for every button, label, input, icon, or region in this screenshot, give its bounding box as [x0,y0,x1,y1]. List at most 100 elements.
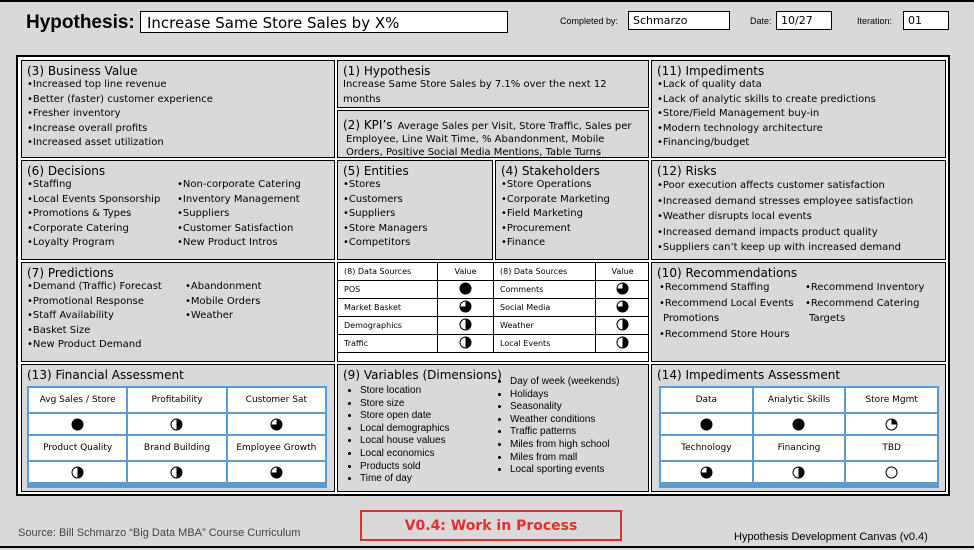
stakeholders-section: (4) Stakeholders •Store Operations •Corp… [495,160,649,260]
variable-item: Products sold [360,461,488,474]
assessment-label: Avg Sales / Store [29,388,127,412]
data-source-name: Market Basket [338,298,438,317]
risk-item: •Suppliers can’t keep up with increased … [657,242,901,253]
financial-assessment-title: (13) Financial Assessment [27,368,184,382]
completed-by-label: Completed by: [560,16,619,26]
recommendations-section: (10) Recommendations •Recommend Staffing… [651,262,946,362]
harvey-ball-icon [170,418,183,431]
assessment-label: Product Quality [29,436,127,460]
kpis-section: (2) KPI’s Average Sales per Visit, Store… [337,110,649,158]
assessment-label: Technology [661,436,752,460]
decision-item: •Suppliers [177,208,230,219]
completed-by-field[interactable]: Schmarzo [628,11,730,30]
canvas-version-label: Hypothesis Development Canvas (v0.4) [734,531,928,543]
prediction-item: •Demand (Traffic) Forecast [27,281,162,292]
kpis-title: (2) KPI’s [343,118,393,132]
hypothesis-section: (1) Hypothesis Increase Same Store Sales… [337,60,649,108]
decision-item: •New Product Intros [177,237,278,248]
impediments-assessment-section: (14) Impediments Assessment Data Analyti… [651,364,946,492]
harvey-ball-icon [616,300,629,313]
entity-item: •Customers [343,193,403,205]
harvey-ball-icon [459,336,472,349]
data-sources-table-left: (8) Data Sources Value POS Market Basket… [338,263,494,353]
variable-item: Miles from mall [510,452,620,465]
variable-item: Local demographics [360,423,488,436]
harvey-ball-icon [700,466,713,479]
iteration-field[interactable]: 01 [903,11,949,30]
decision-item: •Non-corporate Catering [177,179,301,190]
decision-item: •Loyalty Program [27,237,115,248]
data-sources-section: (8) Data Sources Value POS Market Basket… [337,262,649,362]
recommendation-item: Promotions [663,313,720,324]
predictions-section: (7) Predictions •Demand (Traffic) Foreca… [21,262,335,362]
data-source-name: Social Media [493,298,596,317]
impediments-item: •Store/Field Management buy-in [657,108,820,119]
kpis-text-rest: Employee, Line Wait Time, % Abandonment,… [346,134,605,158]
risk-item: •Poor execution affects customer satisfa… [657,180,885,191]
stakeholder-item: •Corporate Marketing [501,193,610,205]
prediction-item: •Weather [185,310,234,321]
harvey-ball-icon [616,282,629,295]
top-rule [0,0,974,2]
impediments-assessment-grid: Data Analytic Skills Store Mgmt Technolo… [659,386,939,488]
hypothesis-field[interactable]: Increase Same Store Sales by X% [140,11,508,33]
entities-title: (5) Entities [343,164,409,178]
prediction-item: •Promotional Response [27,295,144,307]
decisions-section: (6) Decisions •Staffing •Local Events Sp… [21,160,335,260]
stakeholder-item: •Procurement [501,222,571,234]
impediments-item: •Modern technology architecture [657,122,823,134]
value-header: Value [437,263,494,281]
predictions-title: (7) Predictions [27,266,114,280]
decision-item: •Customer Satisfaction [177,222,294,234]
variable-item: Local sporting events [510,464,620,477]
recommendation-item: Targets [809,313,846,324]
hypothesis-label: Hypothesis: [26,12,135,33]
entity-item: •Competitors [343,237,411,248]
variable-item: Time of day [360,473,488,486]
data-source-name: Demographics [338,316,438,335]
assessment-label: Employee Growth [227,436,325,460]
variable-item: Weather conditions [510,414,620,427]
data-source-name: Local Events [493,334,596,353]
recommendation-item: •Recommend Local Events [659,297,794,309]
harvey-ball-icon [71,466,84,479]
assessment-label: Customer Sat [227,388,325,412]
entity-item: •Stores [343,179,381,190]
kpis-text-first: Average Sales per Visit, Store Traffic, … [397,121,632,132]
assessment-label: Analytic Skills [753,388,845,412]
business-value-item: •Increased asset utilization [27,137,164,148]
impediments-title: (11) Impediments [657,64,765,78]
business-value-item: •Fresher inventory [27,108,121,119]
business-value-title: (3) Business Value [27,64,138,78]
recommendation-item: •Recommend Store Hours [659,328,790,340]
assessment-label: Financing [753,436,845,460]
decision-item: •Local Events Sponsorship [27,193,161,205]
prediction-item: •Abandonment [185,281,262,292]
data-source-name: Comments [493,280,596,299]
recommendation-item: •Recommend Staffing [659,282,770,293]
hypothesis-title: (1) Hypothesis [343,64,431,78]
stakeholders-title: (4) Stakeholders [501,164,600,178]
assessment-label: Store Mgmt [846,388,937,412]
data-sources-header: (8) Data Sources [338,263,438,281]
harvey-ball-icon [885,418,898,431]
variable-item: Local house values [360,435,488,448]
harvey-ball-icon [270,466,283,479]
date-field[interactable]: 10/27 [776,11,832,30]
decision-item: •Inventory Management [177,193,300,205]
variable-item: Holidays [510,389,620,402]
prediction-item: •New Product Demand [27,339,142,350]
financial-assessment-grid: Avg Sales / Store Profitability Customer… [27,386,327,488]
variable-item: Miles from high school [510,439,620,452]
variable-item: Day of week (weekends) [510,376,620,389]
risk-item: •Weather disrupts local events [657,211,812,222]
impediments-assessment-title: (14) Impediments Assessment [657,368,841,382]
harvey-ball-icon [459,318,472,331]
entity-item: •Store Managers [343,222,428,234]
harvey-ball-icon [700,418,713,431]
entity-item: •Suppliers [343,208,396,219]
impediments-section: (11) Impediments •Lack of quality data •… [651,60,946,158]
variable-item: Traffic patterns [510,426,620,439]
decision-item: •Promotions & Types [27,208,132,219]
business-value-item: •Increased top line revenue [27,79,167,90]
